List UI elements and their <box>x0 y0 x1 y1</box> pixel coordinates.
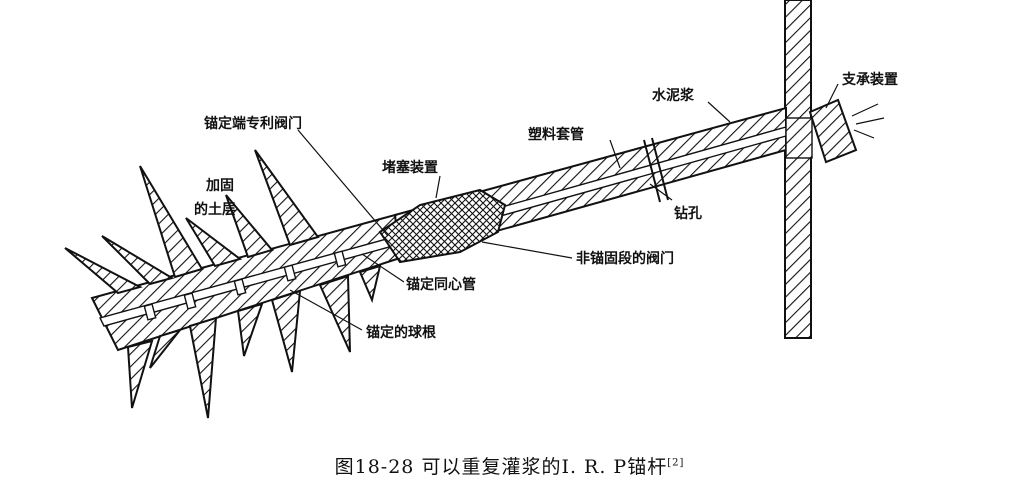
figure-caption: 图18-28 可以重复灌浆的I. R. P锚杆[2] <box>0 452 1019 479</box>
label-plug-device: 堵塞装置 <box>382 159 438 176</box>
leader-lines <box>289 83 839 331</box>
plug-device <box>378 188 507 264</box>
caption-reference: [2] <box>667 457 685 469</box>
diagram-labels: 支承装置 水泥浆 锚定端专利阀门 塑料套管 堵塞装置 加固 的土层 钻孔 非锚固… <box>194 71 898 341</box>
retaining-wall <box>784 0 812 339</box>
label-non-anchor-valve: 非锚固段的阀门 <box>576 250 674 267</box>
label-drill-hole: 钻孔 <box>674 205 702 222</box>
support-device <box>785 98 885 164</box>
label-patent-valve: 锚定端专利阀门 <box>204 115 302 132</box>
label-reinforced-soil-2: 的土层 <box>194 201 236 218</box>
label-reinforced-soil: 加固 <box>205 178 234 194</box>
label-ball-root: 锚定的球根 <box>366 324 437 341</box>
label-cement-grout: 水泥浆 <box>652 87 695 104</box>
label-support-device: 支承装置 <box>841 71 898 88</box>
label-concentric-tube: 锚定同心管 <box>406 276 476 293</box>
caption-text: 图18-28 可以重复灌浆的I. R. P锚杆 <box>334 456 668 478</box>
concentric-tube <box>98 215 473 327</box>
label-plastic-sleeve: 塑料套管 <box>528 126 584 143</box>
